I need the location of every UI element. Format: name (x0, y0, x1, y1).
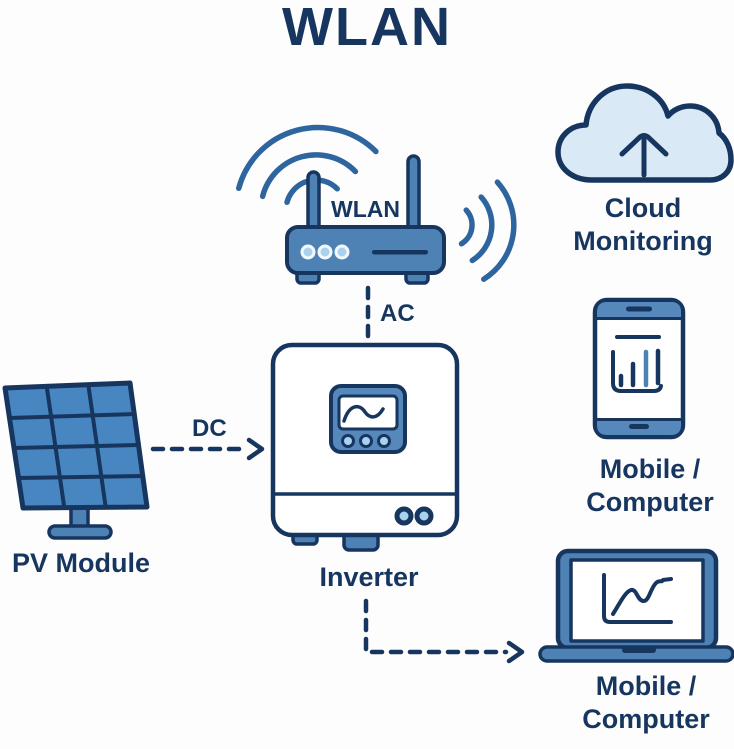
page-title: WLAN (282, 0, 452, 57)
router-antenna (406, 154, 421, 234)
inverter-screen (337, 394, 399, 431)
router-antenna (306, 170, 321, 234)
phone-speaker (626, 306, 652, 312)
panel-base (47, 524, 113, 540)
inverter-to-laptop-dashed-arrow (363, 598, 525, 664)
router-label: WLAN (331, 196, 400, 222)
mobile-label: Mobile / Computer (550, 453, 734, 519)
wifi-arc (469, 194, 495, 264)
laptop-line-chart-icon (538, 548, 734, 663)
router-led (334, 244, 350, 260)
chart-axis (602, 573, 673, 624)
sine-wave-icon (342, 404, 385, 423)
inverter-button (377, 434, 391, 448)
arrowhead-icon (246, 437, 265, 461)
laptop-notch (622, 647, 656, 653)
dc-label: DC (192, 415, 227, 442)
cloud-upload-icon (555, 83, 734, 183)
laptop-screen (569, 558, 705, 643)
phone-home-button (629, 424, 649, 429)
laptop-label-line2: Computer (582, 704, 710, 734)
chart-axis (611, 350, 663, 393)
laptop-label-line1: Mobile / (595, 671, 697, 701)
upload-arrow-head (619, 133, 669, 157)
inverter-indicator-light (414, 506, 434, 526)
mobile-label-line2: Computer (586, 487, 714, 517)
smartphone-bar-chart-icon (592, 297, 686, 440)
panel-grid-rows (7, 412, 145, 480)
laptop-label: Mobile / Computer (546, 670, 734, 736)
wifi-waves-right-icon (458, 179, 517, 282)
mobile-label-line1: Mobile / (599, 454, 701, 484)
router-stripe (372, 250, 428, 255)
solar-panel-icon (2, 380, 150, 540)
phone-frame (592, 297, 686, 440)
pv-module-label: PV Module (11, 548, 150, 578)
wifi-arc (458, 207, 475, 247)
arrowhead-icon (506, 640, 525, 664)
inverter-icon (270, 342, 460, 552)
inverter-indicator-light (394, 506, 414, 526)
cloud-label: Cloud Monitoring (543, 192, 734, 258)
elbow-dashes (363, 598, 509, 655)
cloud-label-line2: Monitoring (573, 226, 713, 256)
wifi-arc (235, 124, 379, 192)
chart-line (611, 577, 673, 616)
wifi-arc (481, 179, 517, 282)
inverter-button (341, 434, 355, 448)
dc-dashed-arrow (150, 437, 265, 461)
router-led (317, 244, 333, 260)
cloud-label-line1: Cloud (604, 193, 682, 223)
router-led (300, 244, 316, 260)
inverter-button (359, 434, 373, 448)
wifi-router-icon (285, 154, 446, 285)
router-body (285, 225, 446, 275)
inverter-label: Inverter (319, 562, 419, 592)
ac-label: AC (380, 300, 415, 327)
wifi-arc (259, 152, 359, 200)
